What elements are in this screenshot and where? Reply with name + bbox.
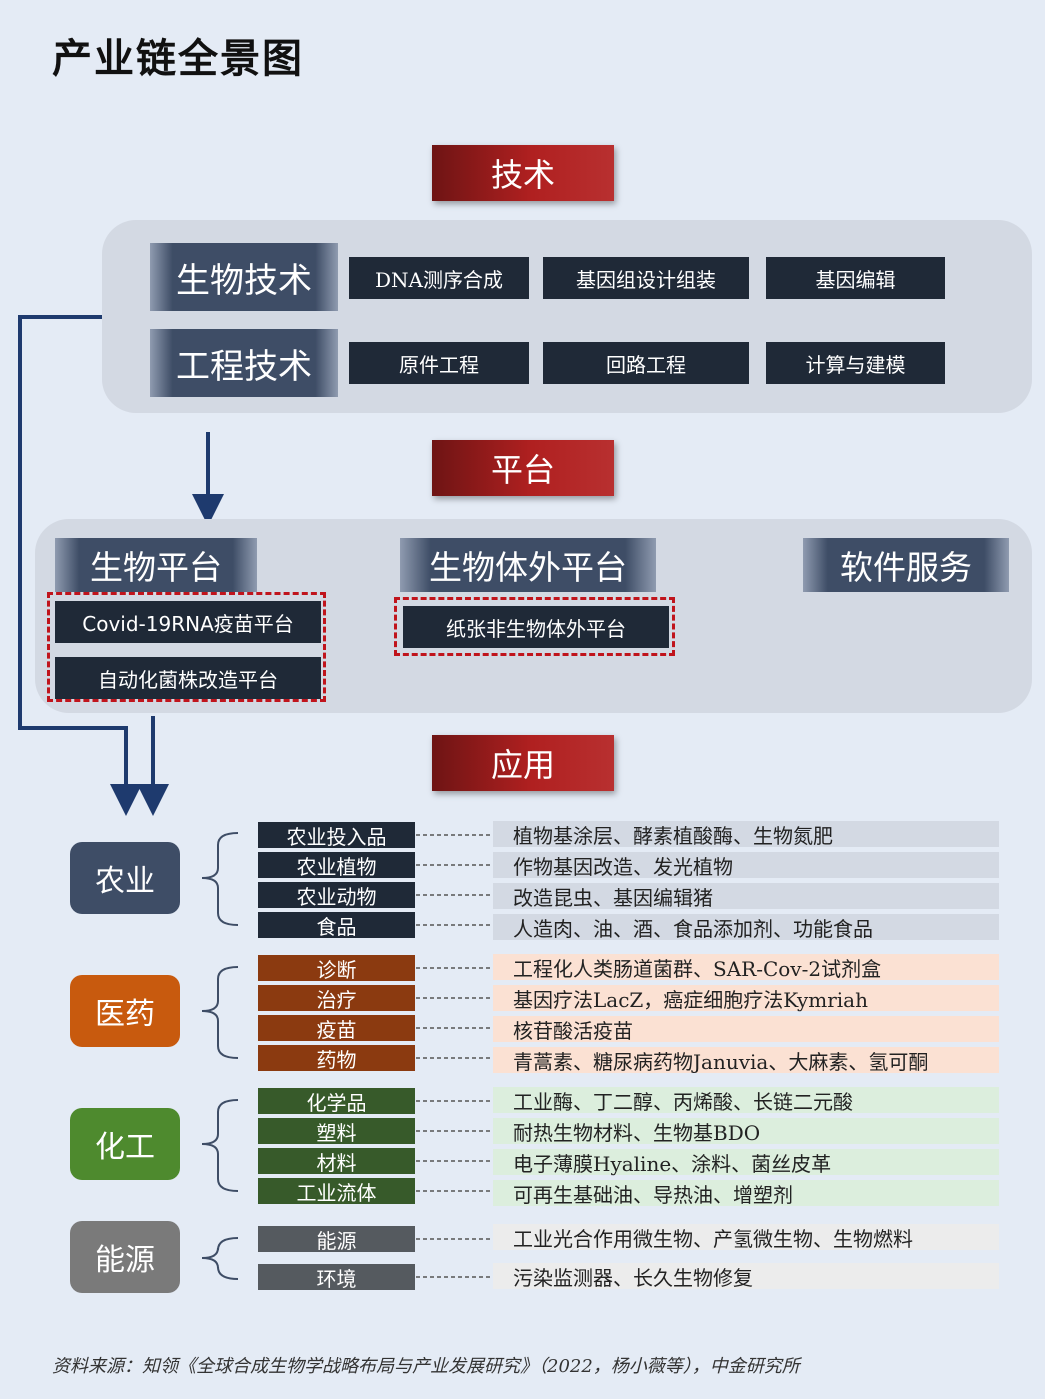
brace-med [201,966,239,1059]
sub-item: 塑料 [258,1118,415,1145]
source-note: 资料来源：知领《全球合成生物学战略布局与产业发展研究》（2022，杨小薇等），中… [52,1356,800,1377]
desc-item: 植物基涂层、酵素植酸酶、生物氮肥 [493,821,999,848]
category-chem: 化工 [70,1108,180,1180]
sub-item: 农业动物 [258,882,415,909]
brace-energy [201,1237,239,1280]
tech-item: 原件工程 [349,342,529,384]
desc-item: 基因疗法LacZ，癌症细胞疗法Kymriah [493,985,999,1012]
desc-item: 人造肉、油、酒、食品添加剂、功能食品 [493,914,999,941]
sub-item: 药物 [258,1045,415,1072]
platform-bio: 生物平台 [55,538,257,592]
sub-item: 工业流体 [258,1178,415,1205]
tech-item: 基因组设计组装 [543,257,749,299]
desc-item: 核苷酸活疫苗 [493,1016,999,1043]
desc-item: 工业光合作用微生物、产氢微生物、生物燃料 [493,1224,999,1251]
category-med: 医药 [70,975,180,1047]
tech-row-label-eng: 工程技术 [150,329,338,397]
desc-item: 电子薄膜Hyaline、涂料、菌丝皮革 [493,1149,999,1176]
tech-item: 计算与建模 [766,342,945,384]
tech-to-application-arrow [18,315,142,816]
sub-item: 材料 [258,1148,415,1175]
desc-item: 青蒿素、糖尿病药物Januvia、大麻素、氢可酮 [493,1047,999,1074]
platform-item: 自动化菌株改造平台 [55,657,321,699]
sub-item: 农业植物 [258,852,415,879]
tech-item: DNA测序合成 [349,257,529,299]
section-header-application: 应用 [432,735,614,791]
platform-item: Covid-19RNA疫苗平台 [55,601,321,643]
page-title: 产业链全景图 [52,35,304,82]
sub-item: 能源 [258,1226,415,1253]
tech-row-label-bio: 生物技术 [150,243,338,311]
sub-item: 农业投入品 [258,822,415,849]
sub-item: 化学品 [258,1088,415,1115]
platform-item: 纸张非生物体外平台 [403,606,669,648]
section-header-tech: 技术 [432,145,614,201]
desc-item: 污染监测器、长久生物修复 [493,1263,999,1290]
platform-software: 软件服务 [803,538,1009,592]
invitro-platform-group [394,597,675,656]
brace-agri [201,832,239,926]
section-header-platform: 平台 [432,440,614,496]
sub-item: 诊断 [258,955,415,982]
platform-invitro: 生物体外平台 [400,538,656,592]
tech-item: 回路工程 [543,342,749,384]
desc-item: 改造昆虫、基因编辑猪 [493,883,999,910]
desc-item: 可再生基础油、导热油、增塑剂 [493,1180,999,1207]
sub-item: 环境 [258,1264,415,1291]
tech-item: 基因编辑 [766,257,945,299]
category-energy: 能源 [70,1221,180,1293]
bio-platform-group [47,592,326,702]
desc-item: 作物基因改造、发光植物 [493,852,999,879]
desc-item: 耐热生物材料、生物基BDO [493,1118,999,1145]
category-agri: 农业 [70,842,180,914]
sub-item: 食品 [258,912,415,939]
sub-item: 治疗 [258,985,415,1012]
sub-item: 疫苗 [258,1015,415,1042]
desc-item: 工业酶、丁二醇、丙烯酸、长链二元酸 [493,1087,999,1114]
brace-chem [201,1099,239,1192]
desc-item: 工程化人类肠道菌群、SAR-Cov-2试剂盒 [493,954,999,981]
